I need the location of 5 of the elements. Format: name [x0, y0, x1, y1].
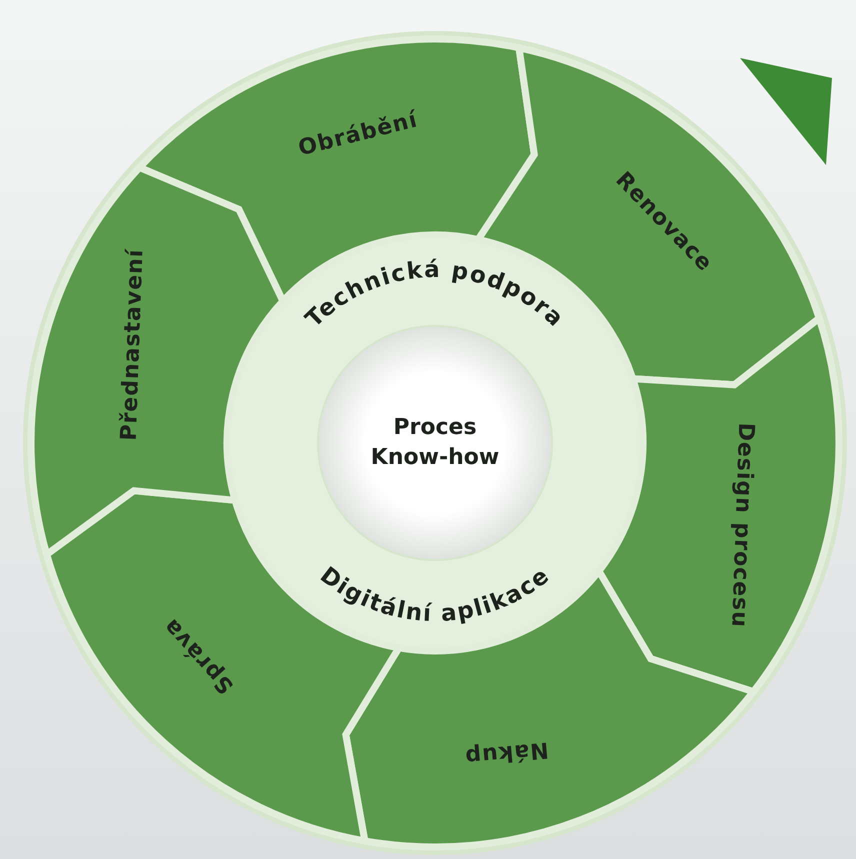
segment-label: Nákup [463, 736, 550, 769]
segment-label: Design procesu [726, 422, 758, 628]
center-label: Proces Know-how [370, 414, 500, 472]
segment-label: Přednastavení [116, 248, 148, 442]
triangle-mark [740, 58, 832, 165]
